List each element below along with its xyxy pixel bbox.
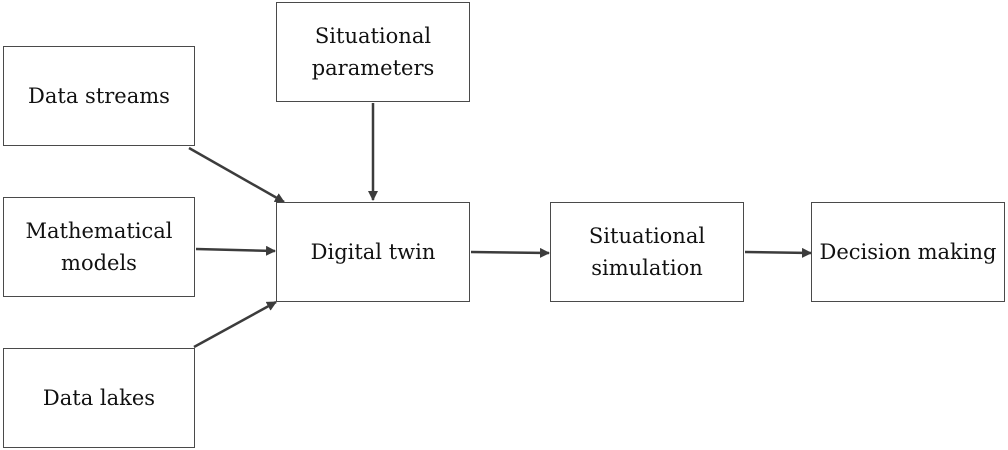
node-situational-parameters: Situational parameters	[276, 2, 470, 102]
node-mathematical-models: Mathematical models	[3, 197, 195, 297]
node-digital-twin: Digital twin	[276, 202, 470, 302]
node-data-lakes: Data lakes	[3, 348, 195, 448]
node-data-streams: Data streams	[3, 46, 195, 146]
edge-situ-sim-to-decision	[744, 247, 812, 258]
node-situational-simulation: Situational simulation	[550, 202, 744, 302]
node-decision-making: Decision making	[811, 202, 1005, 302]
edge-digital-twin-to-situ-sim	[470, 247, 550, 258]
edge-math-models-to-digital-twin	[195, 245, 276, 256]
edge-data-lakes-to-digital-twin	[193, 300, 277, 349]
edge-data-streams-to-digital-twin	[188, 146, 285, 204]
